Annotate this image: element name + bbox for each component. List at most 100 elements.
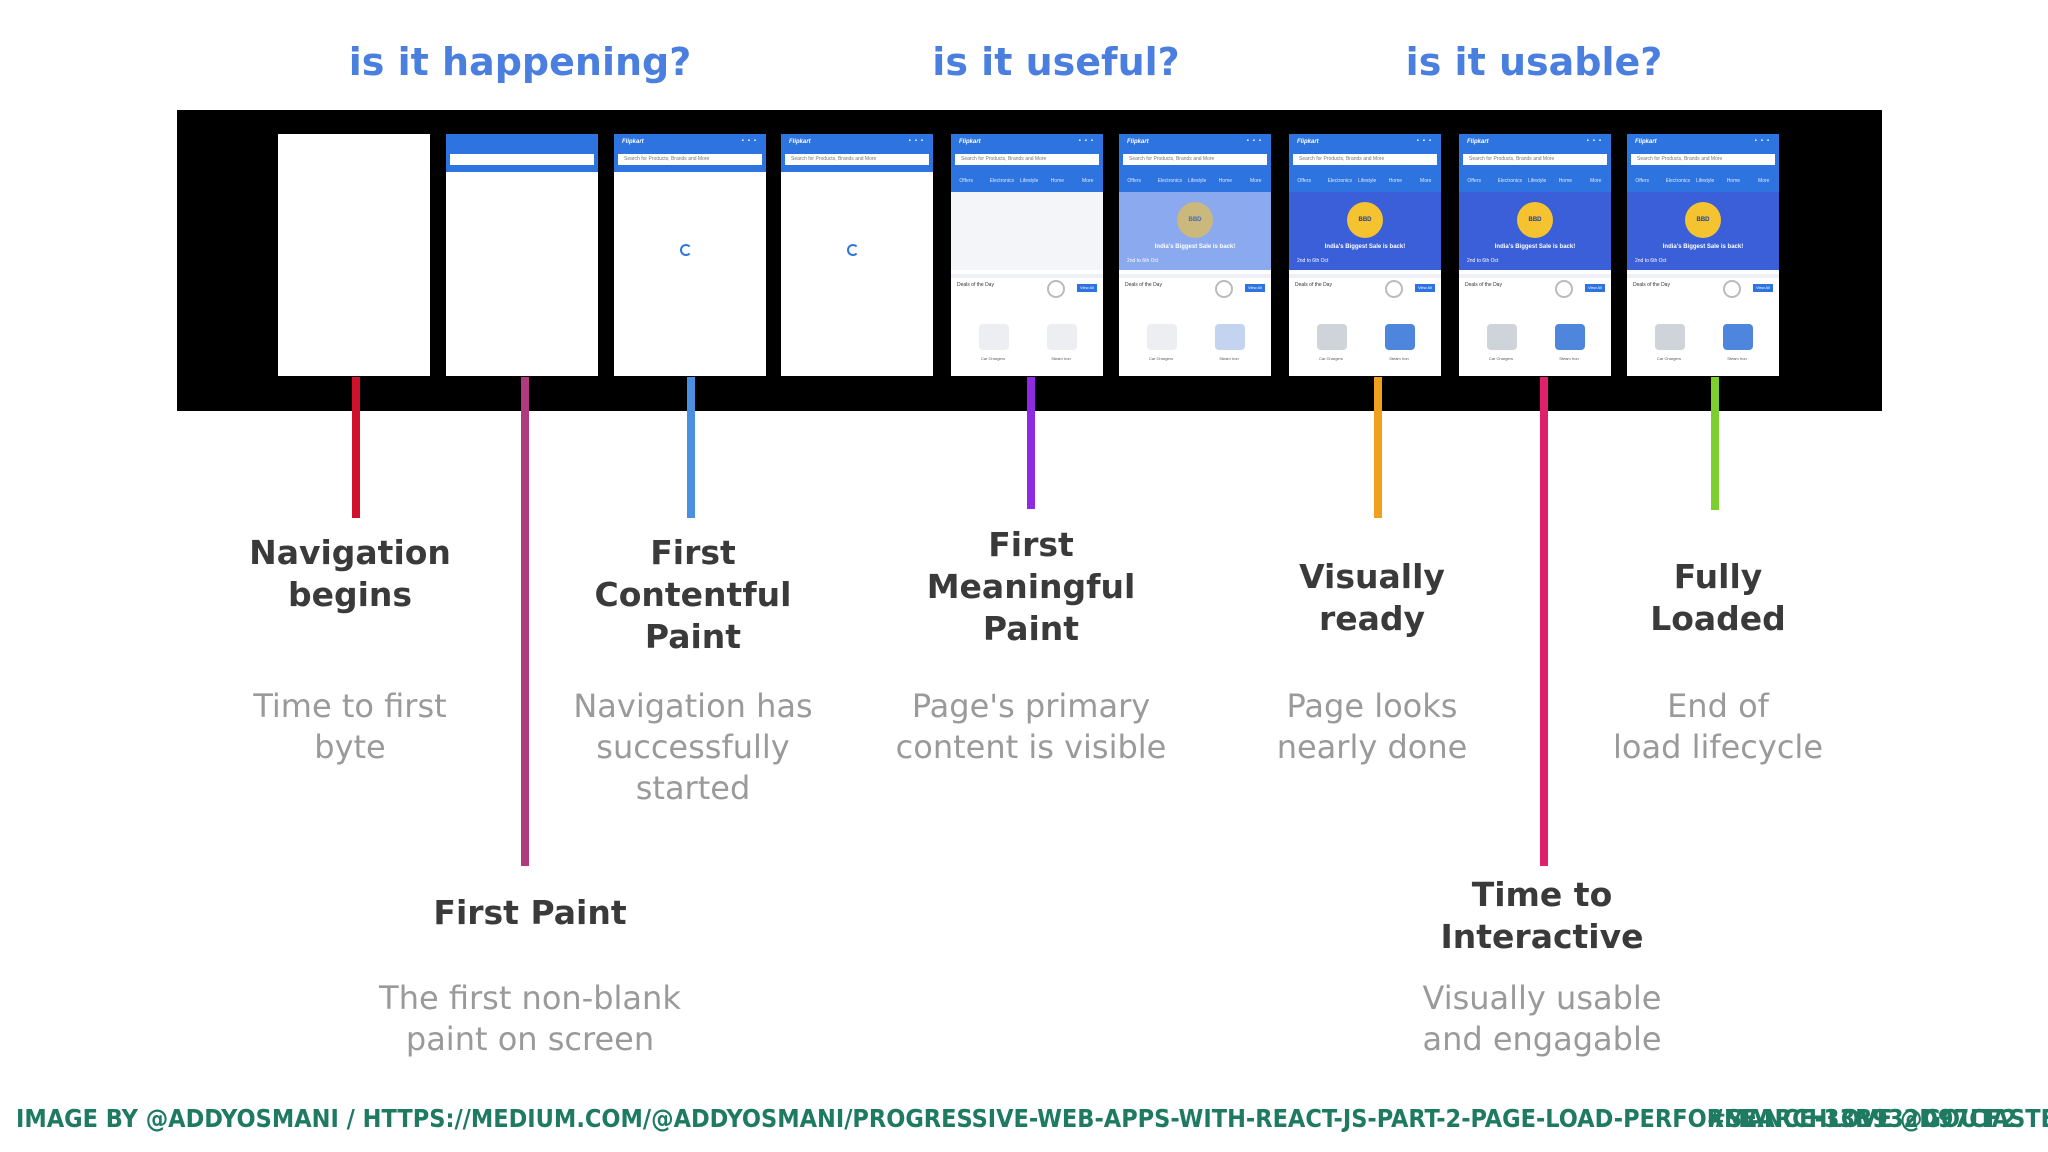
frame-4: Flipkart ▪▪▪ Search for Products, Brands a… bbox=[781, 134, 933, 376]
milestone-title-first-paint: First Paint bbox=[433, 893, 627, 932]
frame-brand: Flipkart bbox=[1297, 139, 1319, 145]
frame-search-bar: Search for Products, Brands and More bbox=[1123, 154, 1267, 165]
frame-header bbox=[446, 134, 598, 172]
stem-visually-ready bbox=[1374, 377, 1382, 518]
stem-time-to-interactive bbox=[1540, 377, 1548, 866]
frame-header: Flipkart▪▪▪Search for Products, Brands a… bbox=[1289, 134, 1441, 196]
frame-search-bar: Search for Products, Brands and More bbox=[955, 154, 1099, 165]
car-charger-icon bbox=[1487, 324, 1517, 350]
frame-search-placeholder: Search for Products, Brands and More bbox=[1469, 156, 1555, 162]
steam-iron-icon bbox=[1215, 324, 1245, 350]
frame-product-label: Car Chargers bbox=[1318, 356, 1343, 361]
sale-badge-icon: BBD bbox=[1517, 202, 1553, 238]
frame-search-bar bbox=[450, 154, 594, 165]
frame-search-placeholder: Search for Products, Brands and More bbox=[791, 156, 877, 162]
frame-category: Home bbox=[1050, 178, 1065, 184]
stem-first-contentful-paint bbox=[687, 377, 695, 518]
frame-category: Electronics bbox=[1157, 178, 1183, 184]
frame-product-label: Steam Iron bbox=[1727, 356, 1747, 361]
frame-banner-text: India's Biggest Sale is back! bbox=[1494, 244, 1576, 250]
frame-product-label: Steam Iron bbox=[1389, 356, 1409, 361]
car-charger-icon bbox=[1655, 324, 1685, 350]
car-charger-icon bbox=[1317, 324, 1347, 350]
frame-category: Home bbox=[1726, 178, 1741, 184]
frame-search-placeholder: Search for Products, Brands and More bbox=[1129, 156, 1215, 162]
frame-search-placeholder: Search for Products, Brands and More bbox=[1637, 156, 1723, 162]
frame-category: Offers bbox=[1635, 178, 1649, 184]
frame-search-placeholder: Search for Products, Brands and More bbox=[624, 156, 710, 162]
frame-header: Flipkart▪▪▪Search for Products, Brands a… bbox=[951, 134, 1103, 196]
frame-divider bbox=[1119, 274, 1271, 278]
frame-brand: Flipkart bbox=[1635, 139, 1657, 145]
frame-category: Home bbox=[1218, 178, 1233, 184]
clock-icon bbox=[1723, 280, 1741, 298]
frame-category: More bbox=[1590, 178, 1602, 184]
frame-category: Electronics bbox=[1497, 178, 1523, 184]
frame-deals-label: Deals of the Day bbox=[1125, 282, 1162, 288]
frame-view-all: View All bbox=[1077, 284, 1097, 292]
frame-search-bar: Search for Products, Brands and More bbox=[1463, 154, 1607, 165]
frame-header-icons: ▪▪▪ bbox=[1586, 138, 1605, 144]
frame-header: Flipkart▪▪▪Search for Products, Brands a… bbox=[614, 134, 766, 172]
frame-category: Offers bbox=[1297, 178, 1311, 184]
steam-iron-icon bbox=[1385, 324, 1415, 350]
frame-8: Flipkart▪▪▪Search for Products, Brands a… bbox=[1459, 134, 1611, 376]
frame-category: Home bbox=[1388, 178, 1403, 184]
frame-category: Electronics bbox=[1327, 178, 1353, 184]
sale-badge-icon: BBD bbox=[1685, 202, 1721, 238]
frame-category: Offers bbox=[959, 178, 973, 184]
frame-category: Lifestyle bbox=[1695, 178, 1715, 184]
frame-banner-date: 2nd to 6th Oct bbox=[1297, 258, 1329, 264]
frame-brand: Flipkart bbox=[1127, 139, 1149, 145]
steam-iron-icon bbox=[1723, 324, 1753, 350]
frame-category: Electronics bbox=[1665, 178, 1691, 184]
frame-deals-label: Deals of the Day bbox=[1633, 282, 1670, 288]
frame-divider bbox=[1289, 274, 1441, 278]
frame-product-label: Steam Iron bbox=[1559, 356, 1579, 361]
frame-1 bbox=[278, 134, 430, 376]
frame-brand: Flipkart bbox=[789, 139, 811, 145]
frame-header: Flipkart ▪▪▪ Search for Products, Brands a… bbox=[1119, 134, 1271, 196]
frame-banner-date: 2nd to 6th Oct bbox=[1635, 258, 1667, 264]
sale-badge-icon: BBD bbox=[1347, 202, 1383, 238]
frame-header: Flipkart▪▪▪Search for Products, Brands a… bbox=[1459, 134, 1611, 196]
frame-divider bbox=[1627, 274, 1779, 278]
frame-header-icons: ▪▪▪ bbox=[1754, 138, 1773, 144]
clock-icon bbox=[1555, 280, 1573, 298]
frame-header-icons: ▪▪▪ bbox=[1246, 138, 1265, 144]
steam-iron-icon bbox=[1047, 324, 1077, 350]
footer-handle: #SEARCHLOVE @GOUTASTE bbox=[1707, 1104, 2048, 1133]
frame-product-label: Car Chargers bbox=[1148, 356, 1173, 361]
question-happening: is it happening? bbox=[348, 40, 692, 84]
frame-header: Flipkart ▪▪▪ Search for Products, Brands a… bbox=[781, 134, 933, 172]
frame-category: Lifestyle bbox=[1357, 178, 1377, 184]
frame-header-icons: ▪▪▪ bbox=[908, 138, 927, 144]
frame-category: Home bbox=[1558, 178, 1573, 184]
frame-banner-text: India's Biggest Sale is back! bbox=[1662, 244, 1744, 250]
loading-spinner-icon bbox=[847, 244, 859, 256]
frame-6: Flipkart ▪▪▪ Search for Products, Brands a… bbox=[1119, 134, 1271, 376]
frame-search-placeholder: Search for Products, Brands and More bbox=[961, 156, 1047, 162]
frame-product-label: Car Chargers bbox=[1488, 356, 1513, 361]
frame-banner bbox=[951, 192, 1103, 270]
stem-first-meaningful-paint bbox=[1027, 377, 1035, 509]
stem-first-paint bbox=[521, 377, 529, 866]
frame-view-all: View All bbox=[1415, 284, 1435, 292]
frame-product-label: Steam Iron bbox=[1051, 356, 1071, 361]
frame-deals-label: Deals of the Day bbox=[957, 282, 994, 288]
frame-category: More bbox=[1420, 178, 1432, 184]
